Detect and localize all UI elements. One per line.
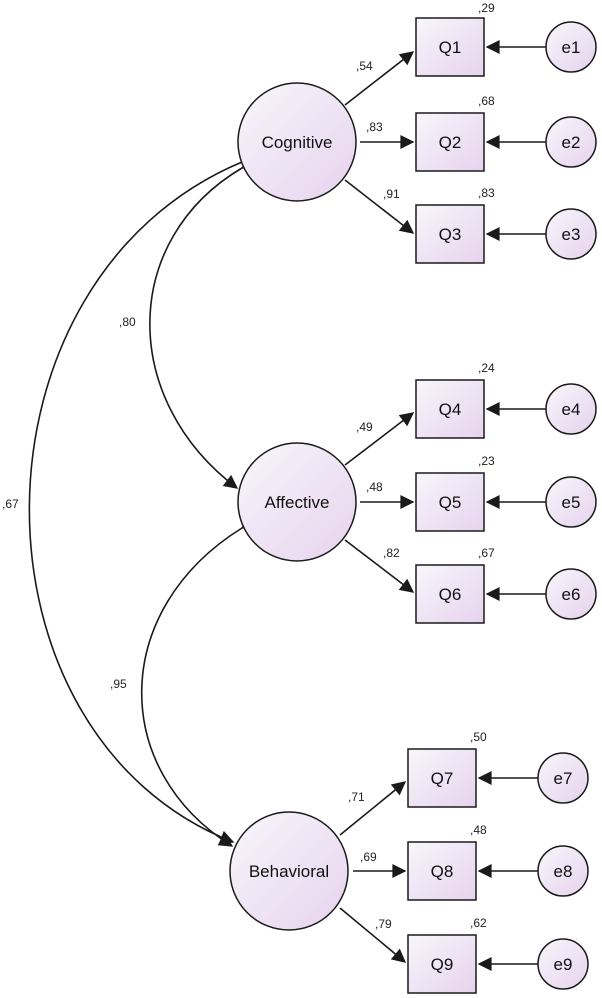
error-label-e9: e9	[554, 955, 573, 974]
group-cognitive: ,54 ,83 ,91 Cognitive Q1 ,29 Q2 ,68 Q3 ,…	[237, 1, 597, 264]
item-box-q1[interactable]	[415, 17, 485, 77]
r2-label-q6: ,67	[478, 546, 495, 560]
error-node-e3[interactable]	[545, 208, 597, 260]
r2-label-q4: ,24	[478, 361, 495, 375]
group-affective: ,49 ,48 ,82 Affective Q4 ,24 Q5 ,23 Q6 ,…	[237, 361, 597, 624]
cov-arc-cognitive-affective	[149, 155, 257, 489]
loading-path-q7	[339, 781, 407, 836]
item-label-q7: Q7	[431, 769, 454, 788]
error-node-e8[interactable]	[537, 845, 589, 897]
error-node-e6[interactable]	[545, 568, 597, 620]
item-box-q2[interactable]	[415, 112, 485, 172]
cov-label-affective-behavioral: ,95	[110, 677, 127, 691]
item-label-q8: Q8	[431, 862, 454, 881]
loading-path-q3	[344, 179, 415, 234]
cov-label-cognitive-affective: ,80	[119, 315, 136, 329]
loading-path-q9	[339, 907, 407, 963]
item-box-q8[interactable]	[407, 841, 477, 901]
loading-label-q6: ,82	[383, 546, 400, 560]
latent-label-cognitive: Cognitive	[262, 133, 333, 152]
loading-label-q9: ,79	[375, 917, 392, 931]
r2-label-q1: ,29	[478, 1, 495, 15]
error-node-e7[interactable]	[537, 752, 589, 804]
r2-label-q7: ,50	[470, 730, 487, 744]
covariance-arcs: ,80 ,95 ,67	[2, 150, 257, 847]
error-node-e5[interactable]	[545, 476, 597, 528]
item-label-q4: Q4	[439, 400, 462, 419]
error-node-e9[interactable]	[537, 938, 589, 990]
error-node-e1[interactable]	[545, 21, 597, 73]
error-label-e3: e3	[562, 225, 581, 244]
latent-behavioral[interactable]	[229, 811, 349, 931]
error-label-e4: e4	[562, 400, 581, 419]
item-label-q3: Q3	[439, 225, 462, 244]
item-label-q2: Q2	[439, 133, 462, 152]
cov-label-cognitive-behavioral: ,67	[2, 497, 19, 511]
error-label-e2: e2	[562, 133, 581, 152]
loading-label-q3: ,91	[383, 187, 400, 201]
latent-label-behavioral: Behavioral	[249, 862, 329, 881]
latent-affective[interactable]	[237, 442, 357, 562]
error-label-e8: e8	[554, 862, 573, 881]
error-label-e7: e7	[554, 769, 573, 788]
item-label-q1: Q1	[439, 38, 462, 57]
item-box-q7[interactable]	[407, 748, 477, 808]
group-behavioral: ,71 ,69 ,79 Behavioral Q7 ,50 Q8 ,48 Q9 …	[229, 730, 589, 994]
item-box-q3[interactable]	[415, 204, 485, 264]
r2-label-q5: ,23	[478, 454, 495, 468]
r2-label-q8: ,48	[470, 823, 487, 837]
loading-path-q6	[344, 539, 415, 593]
latent-label-affective: Affective	[265, 493, 330, 512]
cov-arc-cognitive-behavioral	[28, 150, 257, 844]
loading-label-q5: ,48	[366, 480, 383, 494]
item-label-q6: Q6	[439, 585, 462, 604]
error-label-e1: e1	[562, 38, 581, 57]
cov-arc-affective-behavioral	[140, 515, 257, 847]
loading-label-q7: ,71	[348, 790, 365, 804]
loading-label-q1: ,54	[356, 59, 373, 73]
loading-label-q4: ,49	[356, 420, 373, 434]
item-box-q9[interactable]	[407, 934, 477, 994]
loading-path-q4	[344, 412, 415, 466]
loading-label-q2: ,83	[366, 120, 383, 134]
r2-label-q3: ,83	[478, 186, 495, 200]
r2-label-q2: ,68	[478, 94, 495, 108]
latent-cognitive[interactable]	[237, 82, 357, 202]
r2-label-q9: ,62	[470, 916, 487, 930]
error-node-e4[interactable]	[545, 383, 597, 435]
item-label-q9: Q9	[431, 955, 454, 974]
item-box-q4[interactable]	[415, 379, 485, 439]
error-label-e5: e5	[562, 493, 581, 512]
error-node-e2[interactable]	[545, 116, 597, 168]
item-box-q5[interactable]	[415, 472, 485, 532]
loading-path-q1	[344, 51, 415, 106]
error-label-e6: e6	[562, 585, 581, 604]
loading-label-q8: ,69	[360, 850, 377, 864]
item-box-q6[interactable]	[415, 564, 485, 624]
item-label-q5: Q5	[439, 493, 462, 512]
